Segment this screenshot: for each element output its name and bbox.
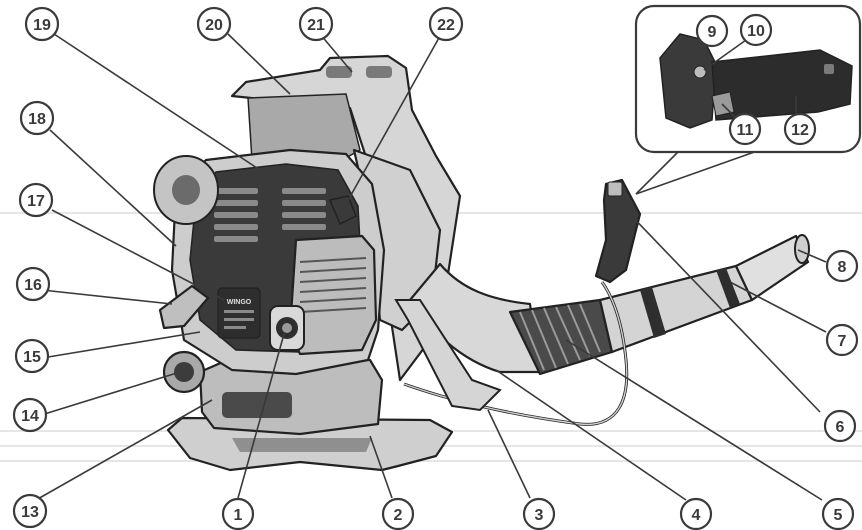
callout-20: 20 [196, 6, 232, 42]
svg-text:4: 4 [692, 507, 701, 524]
callout-17: 17 [18, 182, 54, 218]
tube-clamp-1 [640, 287, 666, 338]
flex-hose-ribs [519, 303, 601, 371]
callout-7: 7 [825, 323, 859, 357]
callouts: 1 2 3 4 5 6 7 8 [12, 6, 859, 530]
top-handle-slot-left [326, 66, 352, 78]
callout-6: 6 [823, 409, 857, 443]
svg-text:14: 14 [21, 408, 39, 425]
callout-5: 5 [821, 497, 855, 530]
svg-text:13: 13 [21, 504, 39, 521]
svg-text:16: 16 [24, 277, 42, 294]
cooling-vents [214, 188, 326, 242]
callout-10: 10 [739, 13, 773, 47]
svg-text:22: 22 [437, 17, 455, 34]
callout-1: 1 [221, 497, 255, 530]
callout-19: 19 [24, 6, 60, 42]
base-frame-inner [232, 438, 372, 452]
inset-handle-grip [711, 49, 853, 121]
tube-clamp-2 [716, 268, 740, 308]
callout-9: 9 [695, 14, 729, 48]
svg-text:2: 2 [394, 507, 403, 524]
callout-13: 13 [12, 493, 48, 529]
leader-lines [35, 33, 827, 501]
callout-4: 4 [679, 497, 713, 530]
svg-text:1: 1 [234, 507, 243, 524]
svg-text:7: 7 [838, 333, 847, 350]
spark-plug-cap [328, 195, 357, 226]
callout-15: 15 [14, 338, 50, 374]
callout-11: 11 [728, 112, 762, 146]
callout-21: 21 [298, 6, 334, 42]
svg-text:21: 21 [307, 17, 325, 34]
svg-text:5: 5 [834, 507, 843, 524]
svg-text:6: 6 [836, 419, 845, 436]
inset-stop-button [693, 65, 707, 79]
callout-14: 14 [12, 397, 48, 433]
svg-text:19: 19 [33, 17, 51, 34]
throttle-handle [594, 178, 642, 284]
back-pad [247, 93, 361, 161]
svg-text:17: 17 [27, 193, 45, 210]
callout-8: 8 [825, 249, 859, 283]
fuel-tank-window [222, 392, 292, 418]
nozzle [734, 234, 810, 302]
callout-18: 18 [19, 100, 55, 136]
svg-text:3: 3 [535, 507, 544, 524]
callout-22: 22 [428, 6, 464, 42]
shoulder-strap [394, 299, 502, 412]
throttle-handle-switch [607, 181, 623, 197]
inset-pointer-right [635, 149, 761, 195]
inset-pointer-left [635, 147, 683, 195]
callout-3: 3 [522, 497, 556, 530]
engine-brand-badge: WINGO [227, 299, 252, 306]
callout-2: 2 [381, 497, 415, 530]
nozzle-opening [794, 234, 810, 264]
inset-grip-detail [824, 64, 834, 74]
starter-handle [158, 284, 210, 330]
svg-text:9: 9 [708, 24, 717, 41]
blower-illustration: WINGO [153, 54, 810, 472]
recoil-starter-hub [172, 175, 200, 205]
svg-text:10: 10 [747, 23, 765, 40]
svg-text:8: 8 [838, 259, 847, 276]
svg-text:20: 20 [205, 17, 223, 34]
svg-text:15: 15 [23, 349, 41, 366]
svg-text:18: 18 [28, 111, 46, 128]
top-handle-slot-right [366, 66, 392, 78]
callout-12: 12 [783, 112, 817, 146]
air-filter-grille [299, 257, 367, 313]
svg-text:11: 11 [737, 122, 754, 139]
callout-16: 16 [15, 266, 51, 302]
svg-text:12: 12 [791, 122, 809, 139]
inset-handle-head [659, 33, 717, 129]
